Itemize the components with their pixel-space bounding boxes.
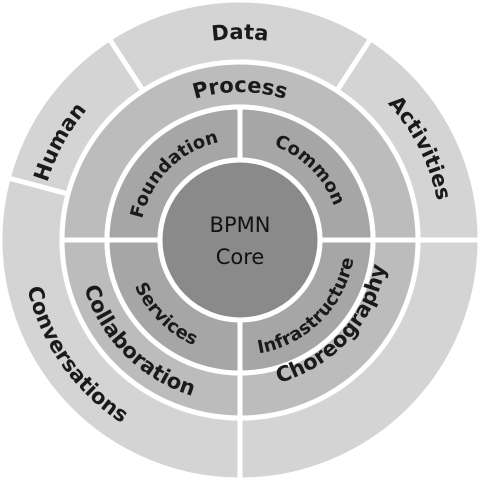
outer-label-data: Data	[210, 20, 270, 46]
core-label-line2: Core	[216, 245, 265, 269]
core-label-line1: BPMN	[210, 213, 271, 237]
core-circle	[157, 157, 323, 323]
